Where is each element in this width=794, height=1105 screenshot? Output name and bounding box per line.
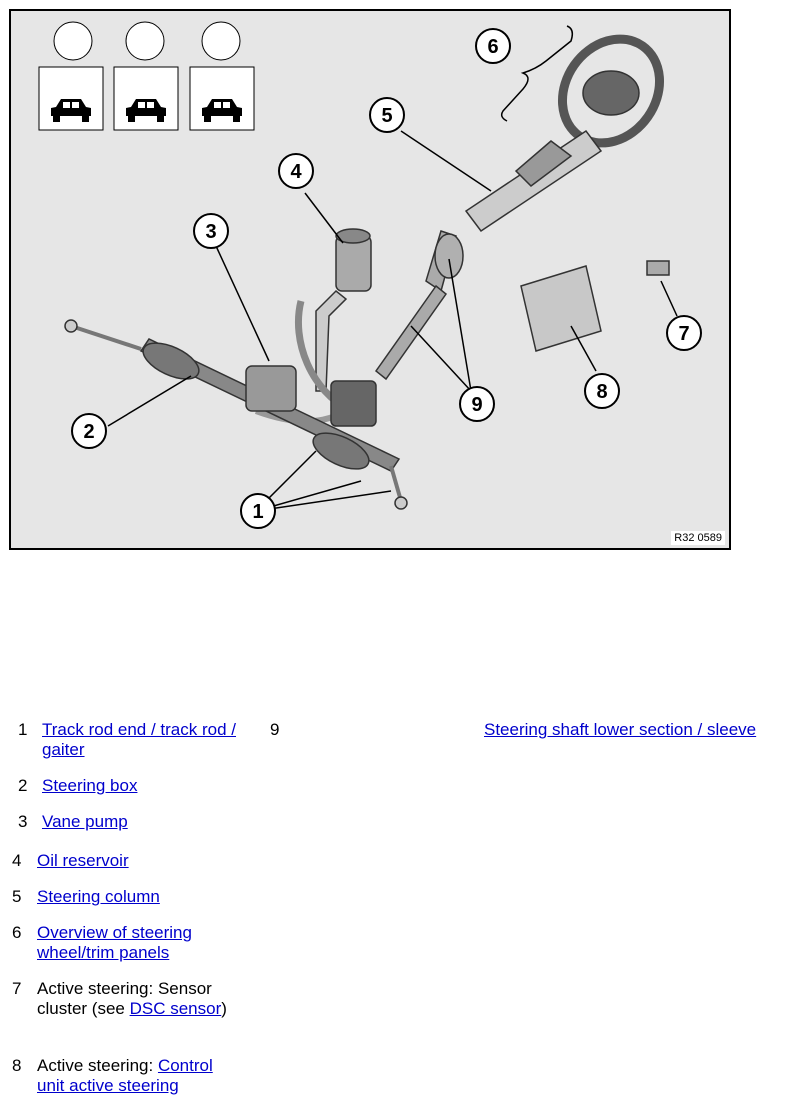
legend-number-7: 7 bbox=[12, 979, 22, 998]
legend-number-2: 2 bbox=[18, 776, 28, 795]
callout-9: 9 bbox=[471, 394, 482, 416]
legend-item-5: Steering column bbox=[37, 887, 257, 907]
callout-8: 8 bbox=[596, 381, 607, 403]
steering-components bbox=[64, 34, 670, 510]
leader-lines bbox=[107, 25, 678, 512]
callout-bubbles bbox=[71, 28, 702, 529]
legend-item-4: Oil reservoir bbox=[37, 851, 257, 871]
steering-box-link[interactable]: Steering box bbox=[42, 776, 138, 795]
legend-item-3: Vane pump bbox=[42, 812, 262, 832]
steering-illustration: 1 2 3 4 5 6 7 8 9 bbox=[38, 21, 702, 529]
legend-item-2: Steering box bbox=[42, 776, 262, 796]
callout-7: 7 bbox=[678, 323, 689, 345]
car-icon bbox=[51, 99, 242, 122]
legend-text-7-end: ) bbox=[221, 999, 227, 1018]
steering-shaft-link[interactable]: Steering shaft lower section / sleeve bbox=[484, 720, 757, 739]
legend-item-7: Active steering: Sensor cluster (see DSC… bbox=[37, 979, 252, 1019]
legend-number-5: 5 bbox=[12, 887, 22, 906]
callout-2: 2 bbox=[83, 421, 94, 443]
steering-wheel-overview-link[interactable]: Overview of steering wheel/trim panels bbox=[37, 923, 192, 962]
legend-item-9: Steering shaft lower section / sleeve bbox=[484, 720, 784, 740]
legend-number-3: 3 bbox=[18, 812, 28, 831]
callout-5: 5 bbox=[381, 105, 392, 127]
oil-reservoir-link[interactable]: Oil reservoir bbox=[37, 851, 129, 870]
vehicle-icons bbox=[38, 21, 255, 131]
legend-text-8: Active steering: bbox=[37, 1056, 158, 1075]
dsc-sensor-link[interactable]: DSC sensor bbox=[129, 999, 222, 1018]
callout-6: 6 bbox=[487, 36, 498, 58]
callout-4: 4 bbox=[290, 161, 302, 183]
legend-text-7: Active steering: Sensor cluster (see bbox=[37, 979, 212, 1018]
steering-diagram: 1 2 3 4 5 6 7 8 9 R32 0589 bbox=[9, 9, 731, 550]
vane-pump-link[interactable]: Vane pump bbox=[42, 812, 128, 831]
legend-number-8: 8 bbox=[12, 1056, 22, 1075]
callout-3: 3 bbox=[205, 221, 216, 243]
legend-item-6: Overview of steering wheel/trim panels bbox=[37, 923, 217, 963]
legend-item-8: Active steering: Control unit active ste… bbox=[37, 1056, 237, 1096]
legend-number-4: 4 bbox=[12, 851, 22, 870]
legend-number-6: 6 bbox=[12, 923, 22, 942]
callout-1: 1 bbox=[252, 501, 263, 523]
legend-item-1: Track rod end / track rod / gaiter bbox=[42, 720, 262, 760]
steering-column-link[interactable]: Steering column bbox=[37, 887, 160, 906]
track-rod-link[interactable]: Track rod end / track rod / gaiter bbox=[42, 720, 236, 759]
legend-number-9: 9 bbox=[270, 720, 280, 739]
legend-number-1: 1 bbox=[18, 720, 28, 739]
figure-reference: R32 0589 bbox=[671, 531, 725, 545]
control-unit-link[interactable]: Control unit active steering bbox=[37, 1056, 213, 1095]
